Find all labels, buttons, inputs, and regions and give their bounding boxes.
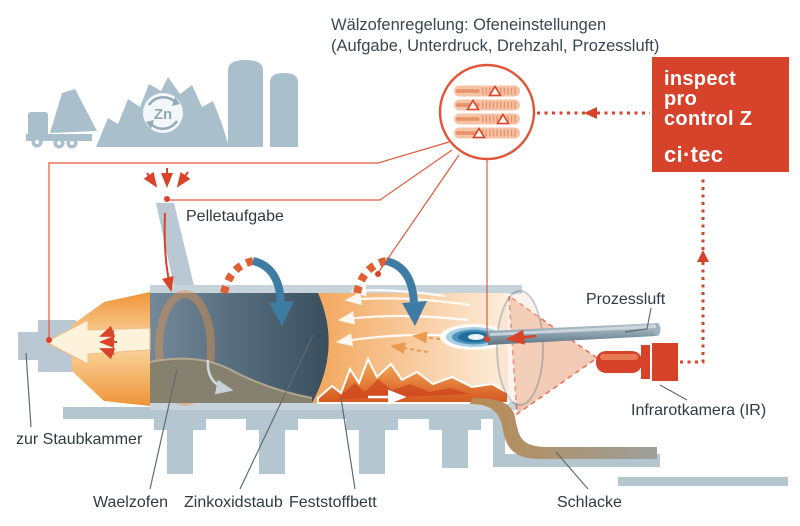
kiln-discharge-face: [496, 290, 544, 406]
zn-recycling-icon: Zn: [143, 93, 183, 133]
support-structure: [63, 407, 788, 486]
settings-row: [454, 112, 520, 125]
logo-product-line3: control Z: [664, 108, 752, 130]
slag-flow: [470, 398, 657, 459]
logo-product-line2: pro: [664, 88, 697, 110]
silo-icon: [270, 73, 298, 147]
camera-view-cone: [508, 294, 599, 416]
diagram-title-line2: (Aufgabe, Unterdruck, Drehzahl, Prozessl…: [331, 37, 659, 55]
raw-material-scene: Zn: [26, 60, 298, 149]
pellet-feed-chute: [156, 203, 197, 305]
rotary-kiln: [149, 283, 522, 410]
signal-arrow-left-icon: [584, 107, 597, 119]
pellet-feed-label: Pelletaufgabe: [186, 208, 284, 225]
setpoint-marker: [488, 84, 502, 97]
dust-flow-arrow: [44, 319, 151, 365]
dump-truck-icon: [26, 89, 97, 149]
camera-signal-line: [680, 175, 705, 364]
settings-row: [454, 84, 520, 97]
control-measurement-lines: [48, 141, 488, 339]
process-air-lance: [488, 323, 661, 345]
bed-flow-arrow: [206, 359, 234, 395]
silo-icon: [228, 60, 263, 147]
setpoint-marker: [472, 126, 486, 139]
hot-gas-small-arrows: [390, 331, 448, 355]
logo-box: inspect pro control Z ci·tec: [652, 57, 789, 172]
logo-product-line1: inspect: [664, 68, 736, 90]
ir-camera-icon: [596, 343, 678, 381]
solid-bed-label: Feststoffbett: [289, 494, 377, 511]
slag-label: Schlacke: [557, 494, 622, 511]
setpoint-marker: [496, 112, 510, 125]
kiln-rotation-arrows: [220, 257, 427, 326]
logo-brand: ci·tec: [664, 142, 723, 167]
kiln-settings-panel: [438, 63, 536, 161]
settings-row: [454, 126, 520, 139]
diagram-title-line1: Wälzofenregelung: Ofeneinstellungen: [331, 16, 606, 34]
zinc-oxide-dust-label: Zinkoxidstaub: [184, 494, 283, 511]
air-injection-arrow: [505, 329, 537, 345]
signal-arrow-up-icon: [697, 250, 709, 262]
signal-dotted-lines: [537, 111, 705, 364]
measurement-points: [46, 196, 490, 343]
kiln-label: Waelzofen: [93, 494, 168, 511]
settings-row: [454, 98, 520, 111]
leader-lines: [25, 307, 688, 490]
to-dust-chamber-label: zur Staubkammer: [16, 431, 143, 448]
logo-background: [652, 57, 789, 172]
discharge-hood: [18, 292, 151, 406]
slag-flow-arrow: [526, 411, 545, 438]
ir-camera-label: Infrarotkamera (IR): [631, 402, 766, 419]
process-air-label: Prozessluft: [586, 291, 666, 308]
suction-arrows: [99, 325, 117, 360]
pellet-feed-arrows: [143, 168, 191, 292]
zn-symbol: Zn: [154, 106, 172, 123]
setpoint-marker: [466, 98, 480, 111]
